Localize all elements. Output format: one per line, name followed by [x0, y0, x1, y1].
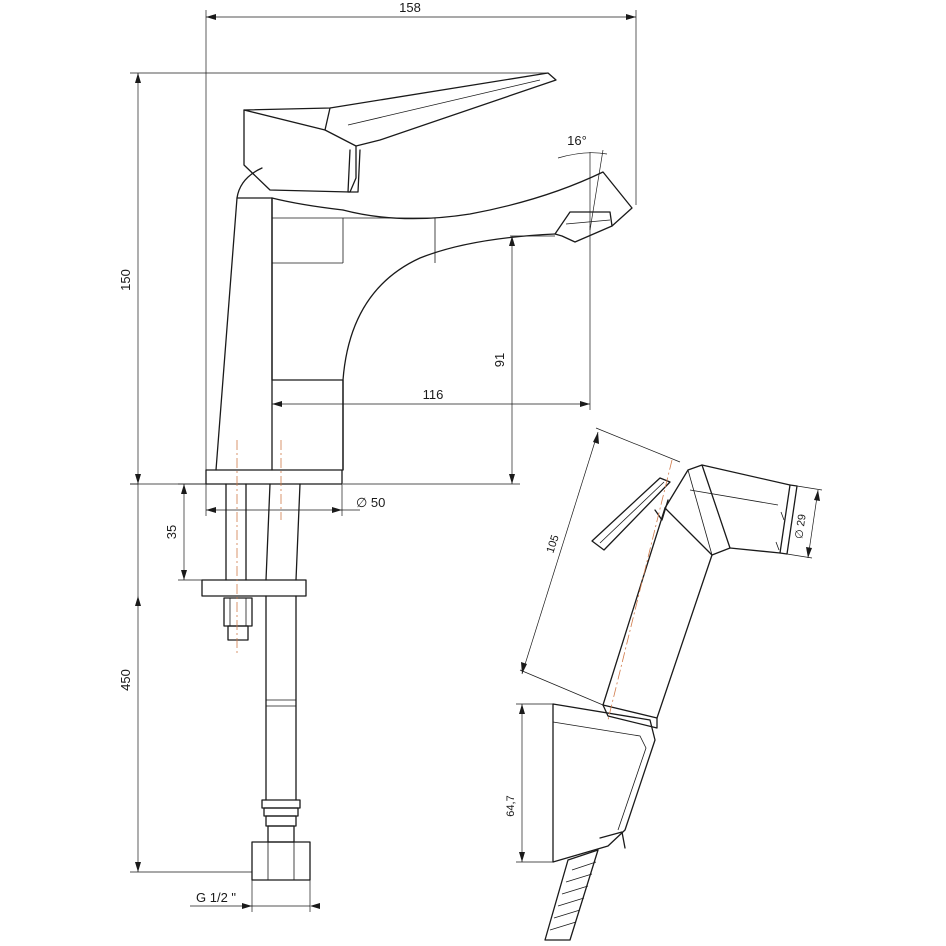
dim-overall-height: 150	[118, 269, 133, 291]
hand-shower	[544, 459, 798, 941]
dim-mount-depth: 35	[164, 525, 179, 539]
faucet-handle	[243, 72, 557, 193]
dim-holder-height: 64,7	[505, 795, 517, 816]
dim-thread: G 1/2 "	[196, 890, 236, 905]
dim-base-diameter: ∅ 50	[356, 495, 385, 510]
dimension-labels: 158 150 16° 91 116 ∅ 50 35 450 G 1/2 " 1…	[118, 0, 809, 905]
dim-overall-width: 158	[399, 0, 421, 15]
dim-spout-angle: 16°	[567, 133, 587, 148]
dim-hose-length: 450	[118, 669, 133, 691]
dimension-lines	[130, 10, 823, 912]
dim-spout-reach: 116	[423, 387, 444, 402]
dim-shower-diameter: ∅ 29	[793, 513, 808, 539]
faucet-body	[205, 167, 633, 485]
dim-spout-height: 91	[492, 353, 507, 367]
dim-shower-length: 105	[545, 533, 562, 554]
mounting-assembly	[201, 440, 311, 881]
